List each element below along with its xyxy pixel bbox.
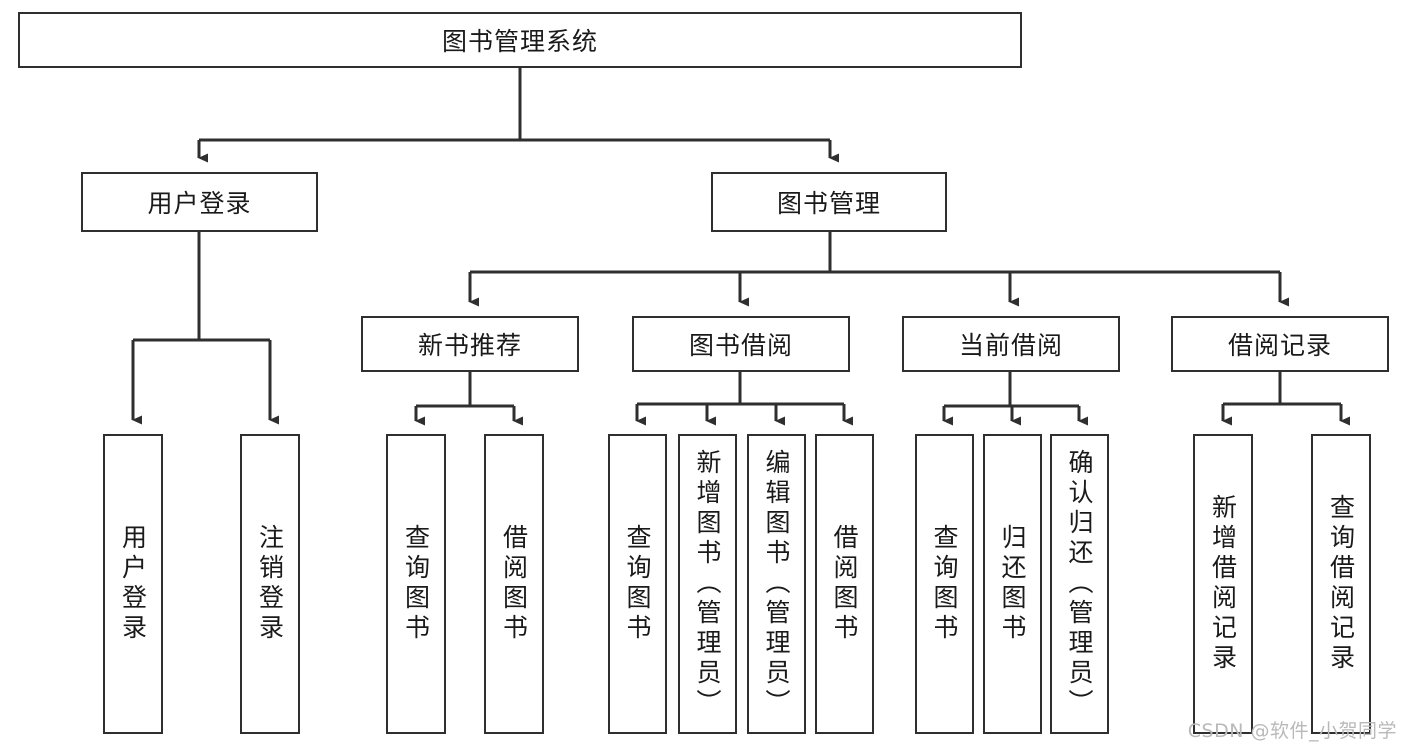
node-new-book-recommend-label: 新书推荐 bbox=[417, 331, 522, 360]
node-book-borrow-label: 图书借阅 bbox=[688, 331, 793, 360]
node-book-management[interactable]: 图书管理 bbox=[711, 172, 947, 232]
node-root[interactable]: 图书管理系统 bbox=[18, 12, 1022, 68]
leaf-confirm-return-admin-label: 确认归还（管理员） bbox=[1065, 449, 1094, 719]
leaf-query-borrow-record[interactable]: 查询借阅记录 bbox=[1311, 434, 1371, 734]
leaf-borrow-book-recommend-label: 借阅图书 bbox=[499, 524, 529, 644]
node-user-login-label: 用户登录 bbox=[147, 189, 252, 218]
csdn-watermark: CSDN @软件_小贺同学 bbox=[1187, 720, 1397, 742]
leaf-query-book-current[interactable]: 查询图书 bbox=[915, 434, 974, 734]
leaf-add-borrow-record-label: 新增借阅记录 bbox=[1208, 494, 1238, 674]
node-book-borrow[interactable]: 图书借阅 bbox=[632, 316, 850, 372]
leaf-user-login[interactable]: 用户登录 bbox=[103, 434, 163, 734]
leaf-borrow-book-recommend[interactable]: 借阅图书 bbox=[484, 434, 544, 734]
leaf-add-borrow-record[interactable]: 新增借阅记录 bbox=[1193, 434, 1253, 734]
node-borrow-record-label: 借阅记录 bbox=[1227, 331, 1332, 360]
leaf-query-book-borrow-label: 查询图书 bbox=[623, 524, 652, 644]
leaf-user-login-label: 用户登录 bbox=[118, 524, 148, 644]
leaf-borrow-book[interactable]: 借阅图书 bbox=[815, 434, 874, 734]
leaf-query-book-current-label: 查询图书 bbox=[930, 524, 959, 644]
leaf-query-book-recommend-label: 查询图书 bbox=[401, 524, 431, 644]
node-root-label: 图书管理系统 bbox=[441, 27, 598, 56]
leaf-edit-book-admin-label: 编辑图书（管理员） bbox=[762, 449, 791, 719]
node-book-management-label: 图书管理 bbox=[776, 189, 881, 218]
leaf-add-book-admin-label: 新增图书（管理员） bbox=[693, 449, 722, 719]
leaf-query-book-recommend[interactable]: 查询图书 bbox=[386, 434, 446, 734]
leaf-logout-label: 注销登录 bbox=[255, 524, 285, 644]
leaf-confirm-return-admin[interactable]: 确认归还（管理员） bbox=[1050, 434, 1109, 734]
leaf-add-book-admin[interactable]: 新增图书（管理员） bbox=[678, 434, 737, 734]
leaf-borrow-book-label: 借阅图书 bbox=[830, 524, 859, 644]
leaf-query-book-borrow[interactable]: 查询图书 bbox=[608, 434, 667, 734]
leaf-return-book-label: 归还图书 bbox=[998, 524, 1027, 644]
node-current-borrow[interactable]: 当前借阅 bbox=[902, 316, 1120, 372]
node-current-borrow-label: 当前借阅 bbox=[958, 331, 1063, 360]
node-new-book-recommend[interactable]: 新书推荐 bbox=[361, 316, 579, 372]
leaf-return-book[interactable]: 归还图书 bbox=[983, 434, 1042, 734]
node-borrow-record[interactable]: 借阅记录 bbox=[1171, 316, 1389, 372]
leaf-logout[interactable]: 注销登录 bbox=[240, 434, 300, 734]
node-user-login[interactable]: 用户登录 bbox=[81, 172, 318, 232]
leaf-query-borrow-record-label: 查询借阅记录 bbox=[1326, 494, 1356, 674]
leaf-edit-book-admin[interactable]: 编辑图书（管理员） bbox=[747, 434, 806, 734]
